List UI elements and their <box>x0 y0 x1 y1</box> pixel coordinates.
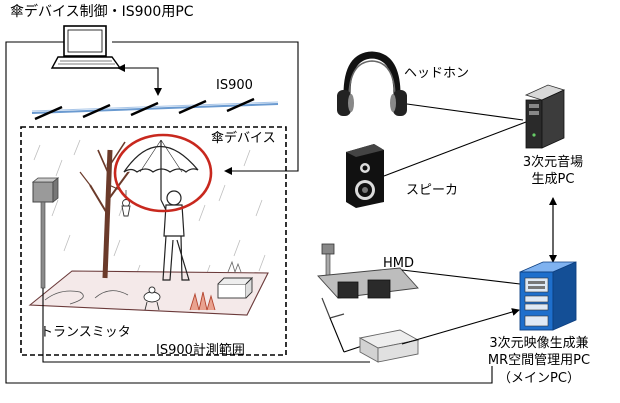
hmd-icon <box>317 243 419 319</box>
grass-sketch <box>189 291 216 311</box>
speaker-icon <box>346 144 384 208</box>
main-pc-label-line3: （メインPC） <box>498 371 580 386</box>
transmitter-label: トランスミッタ <box>40 325 131 340</box>
laptop-is900-arrow <box>117 64 162 96</box>
ground-box-icon <box>217 276 254 299</box>
umbrella-highlight-circle <box>113 133 213 213</box>
hanging-doll-icon <box>121 190 131 217</box>
is900-range-box <box>20 126 287 356</box>
ground-sketch <box>44 290 84 305</box>
small-animal-sketch <box>143 286 161 311</box>
tower-pc-icon <box>524 84 566 149</box>
top-pc-label: 傘デバイス制御・IS900用PC <box>10 4 194 20</box>
main-pc-icon <box>519 261 577 331</box>
headphones-label: ヘッドホン <box>404 66 470 81</box>
is900-label: IS900 <box>216 78 253 93</box>
speaker-line <box>383 121 527 177</box>
hmd-label: HMD <box>383 256 415 271</box>
headphones-line <box>406 103 524 121</box>
tree-sketch <box>79 141 141 279</box>
is900-range-label: IS900計測範囲 <box>156 343 245 358</box>
person-with-umbrella <box>123 139 199 281</box>
main-pc-label-line1: 3次元映像生成兼 <box>489 336 589 351</box>
hmd-control-box-icon <box>358 329 420 363</box>
transmitter-line <box>42 288 370 363</box>
ground-sketch <box>94 290 129 299</box>
control-box-main-pc-arrow <box>401 308 520 345</box>
umbrella-device-label: 傘デバイス <box>211 131 276 146</box>
grass-sketch <box>227 260 242 274</box>
laptop-pc-icon <box>50 25 122 69</box>
sound-pc-label-line1: 3次元音場 <box>522 155 584 170</box>
hmd-main-pc-line <box>401 269 521 285</box>
speaker-label: スピーカ <box>406 183 459 198</box>
hmd-cable <box>343 345 363 353</box>
control-line <box>112 41 299 175</box>
is900-sensor-bar <box>31 97 279 121</box>
headphones-icon <box>337 51 407 116</box>
hmd-cable <box>329 317 345 353</box>
sound-pc-label-line2: 生成PC <box>531 172 575 187</box>
main-pc-label-line2: MR空間管理用PC <box>487 353 591 368</box>
pc-network-line <box>5 41 493 384</box>
transmitter-icon <box>31 177 60 289</box>
